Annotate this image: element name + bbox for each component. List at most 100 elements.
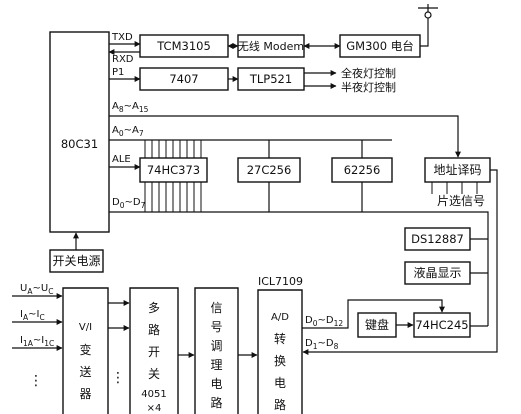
mux-count: ×4 (147, 403, 162, 414)
label-base: D (326, 315, 334, 326)
memory-data-drops (268, 182, 363, 212)
pin-rxd-label: RXD (112, 54, 134, 65)
label-subscript: 1 (313, 342, 318, 351)
buffer-74hc245-box (413, 312, 471, 338)
label-base: A (132, 101, 139, 112)
more-channels-ellipsis: ⋮ (111, 370, 125, 386)
label-subscript: 1C (44, 339, 54, 348)
label-base: D (305, 338, 313, 349)
tlp521-block: TLP521 (237, 67, 305, 91)
label-separator: ~ (124, 125, 132, 136)
label-subscript: 0 (119, 129, 124, 138)
label-separator: ~ (317, 315, 325, 326)
buffer-74hc245-block: 74HC245 (413, 312, 471, 338)
label-base: D (133, 197, 141, 208)
eprom-27c256-label: 27C256 (247, 163, 292, 177)
latch-input-bus-hatch (144, 140, 202, 158)
keyboard-block: 键盘 (357, 312, 397, 338)
conditioning-line-2: 号 (210, 320, 222, 334)
sram-62256-box (331, 157, 393, 183)
label-separator: ~ (28, 309, 36, 320)
signal-conditioning-box (194, 287, 239, 414)
all-night-light-label: 全夜灯控制 (341, 66, 396, 80)
input-current-1-label: I1A~I1C (20, 335, 54, 348)
address-high-bus (109, 115, 461, 158)
power-supply-label: 开关电源 (52, 254, 100, 268)
mcu-label: 80C31 (61, 137, 98, 151)
wireless-modem-block: 无线 Modem (237, 34, 305, 58)
input-current-label: IA~IC (20, 309, 45, 322)
chip-select-label: 片选信号 (437, 194, 485, 208)
vi-transmitter-line-3: 送 (79, 364, 91, 379)
signal-conditioning-block: 信 号 调 理 电 路 (194, 287, 239, 414)
mux-4051-box (129, 287, 179, 414)
label-base: U (20, 283, 27, 294)
label-subscript: A (23, 313, 29, 322)
label-base: I (41, 335, 44, 346)
adc-output-line (302, 299, 445, 329)
tlp521-box (237, 67, 305, 91)
label-base: A (112, 101, 119, 112)
gm300-radio-block: GM300 电台 (339, 34, 421, 58)
adc-line-5: 路 (274, 397, 286, 412)
label-subscript: 0 (120, 201, 125, 210)
power-supply-block: 开关电源 (49, 249, 104, 273)
label-separator: ~ (33, 335, 41, 346)
pin-data-label: D0~D7 (112, 197, 146, 210)
half-night-light-label: 半夜灯控制 (341, 80, 396, 94)
label-base: D (305, 315, 313, 326)
adc-chip-label: ICL7109 (258, 275, 303, 288)
mux-line-2: 路 (148, 322, 160, 337)
vi-transmitter-line-2: 变 (79, 342, 91, 357)
conditioning-line-3: 调 (210, 339, 222, 353)
label-base: D (112, 197, 120, 208)
keyboard-label: 键盘 (365, 317, 389, 332)
conditioning-line-5: 电 (210, 377, 222, 391)
eprom-27c256-block: 27C256 (237, 157, 301, 183)
mux-line-1: 多 (148, 301, 160, 315)
label-subscript: A (27, 287, 33, 296)
antenna-feed-line (420, 18, 429, 47)
memory-address-drops (268, 140, 363, 158)
label-base: U (41, 283, 48, 294)
mcu-80c31: 80C31 (49, 31, 110, 233)
antenna-icon (418, 4, 438, 47)
address-decoder-block: 地址译码 (424, 157, 491, 183)
antenna-base-shape (424, 11, 432, 19)
label-subscript: 7 (139, 129, 144, 138)
label-subscript: 7 (141, 201, 146, 210)
gm300-radio-label: GM300 电台 (346, 39, 413, 53)
label-separator: ~ (317, 338, 325, 349)
label-base: I (20, 309, 23, 320)
driver-7407-block: 7407 (139, 67, 229, 91)
data-bus (109, 211, 489, 326)
antenna-mast-shape (418, 4, 438, 12)
pin-txd-label: TXD (111, 32, 133, 43)
label-subscript: 8 (119, 105, 124, 114)
sram-62256-block: 62256 (331, 157, 393, 183)
latch-74hc373-block: 74HC373 (139, 157, 208, 183)
lcd-display-label: 液晶显示 (413, 265, 461, 280)
mux-4051-block: 多 路 开 关 4051 ×4 (129, 287, 179, 414)
label-base: A (132, 125, 139, 136)
label-base: A (112, 125, 119, 136)
tlp521-label: TLP521 (249, 72, 292, 86)
label-subscript: 0 (313, 319, 318, 328)
latch-74hc373-label: 74HC373 (147, 163, 200, 177)
tcm3105-label: TCM3105 (156, 39, 211, 53)
label-subscript: 8 (334, 342, 339, 351)
vi-transmitter-box (62, 287, 109, 414)
mux-line-4: 关 (148, 367, 160, 381)
mux-part-number: 4051 (141, 389, 166, 400)
vi-transmitter-line-1: V/I (79, 322, 92, 333)
label-base: D (326, 338, 334, 349)
pin-p1-label: P1 (112, 67, 124, 78)
adc-line-3: 换 (274, 354, 286, 368)
label-base: I (20, 335, 23, 346)
adc-line-2: 转 (274, 331, 286, 346)
label-subscript: C (39, 313, 44, 322)
adc-line-4: 电 (274, 376, 286, 390)
eprom-27c256-box (237, 157, 301, 183)
mux-line-3: 开 (148, 345, 160, 359)
adc-line-1: A/D (271, 312, 289, 323)
